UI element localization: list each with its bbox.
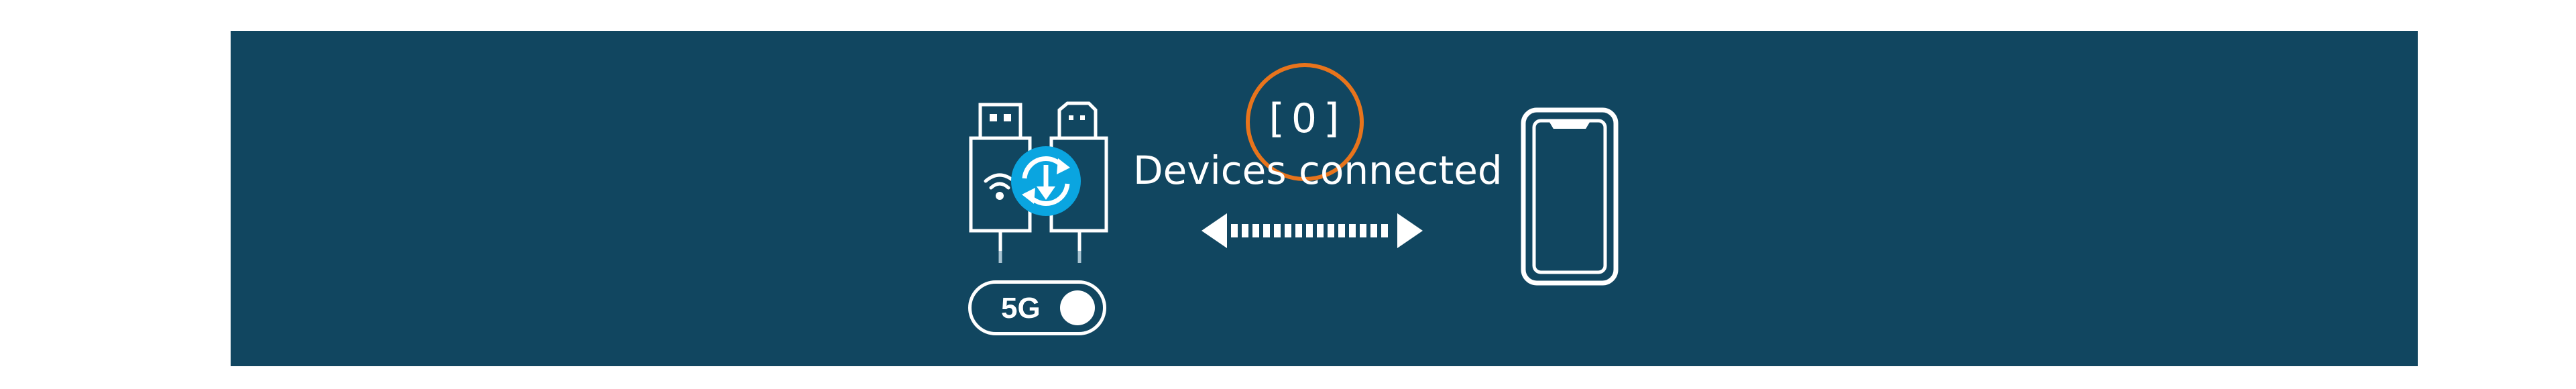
bidirectional-arrow-icon (1202, 213, 1423, 248)
sync-arrows-icon (1011, 146, 1081, 216)
smartphone-icon (1521, 107, 1619, 286)
highlight-ring (1246, 63, 1364, 181)
5g-toggle-label: 5G (1001, 292, 1041, 325)
devices-connected-label: Devices connected (1133, 148, 1503, 193)
5g-toggle-knob[interactable] (1060, 290, 1095, 325)
5g-toggle[interactable]: 5G (968, 280, 1106, 335)
